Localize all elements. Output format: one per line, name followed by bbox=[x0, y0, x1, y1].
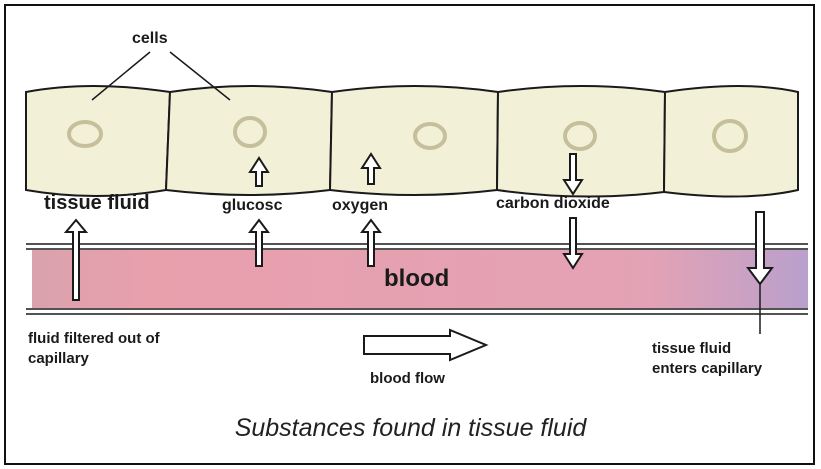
label-oxygen: oxygen bbox=[332, 197, 388, 215]
diagram-caption: Substances found in tissue fluid bbox=[0, 414, 821, 443]
label-tissue-fluid: tissue fluid bbox=[44, 192, 150, 215]
cell-2 bbox=[166, 86, 332, 195]
label-cells: cells bbox=[132, 30, 168, 48]
arrow-blood-flow bbox=[364, 330, 486, 360]
label-enters-line1: tissue fluid bbox=[652, 340, 731, 357]
label-fluid-filtered-line2: capillary bbox=[28, 350, 89, 367]
cell-5 bbox=[664, 86, 798, 197]
label-blood: blood bbox=[384, 265, 449, 293]
label-carbon-dioxide: carbon dioxide bbox=[496, 195, 610, 213]
cell-row bbox=[26, 86, 798, 197]
label-glucose: glucosc bbox=[222, 197, 282, 215]
label-blood-flow: blood flow bbox=[370, 370, 445, 387]
label-fluid-filtered-line1: fluid filtered out of bbox=[28, 330, 160, 347]
label-enters-line2: enters capillary bbox=[652, 360, 762, 377]
arrow-down-tissue-fluid-enters bbox=[748, 212, 772, 284]
